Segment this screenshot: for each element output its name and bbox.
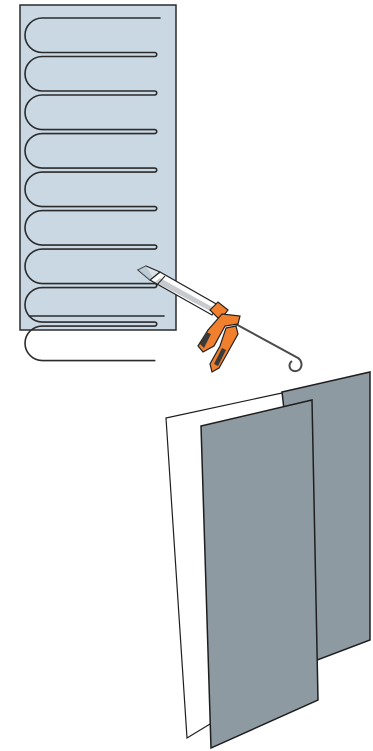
adhesive-panel bbox=[19, 4, 177, 362]
gun-rod bbox=[231, 321, 303, 373]
front-board bbox=[200, 399, 319, 750]
adhesive-bead bbox=[24, 17, 165, 362]
board-stack bbox=[165, 371, 371, 750]
caulking-gun-icon bbox=[136, 265, 303, 373]
